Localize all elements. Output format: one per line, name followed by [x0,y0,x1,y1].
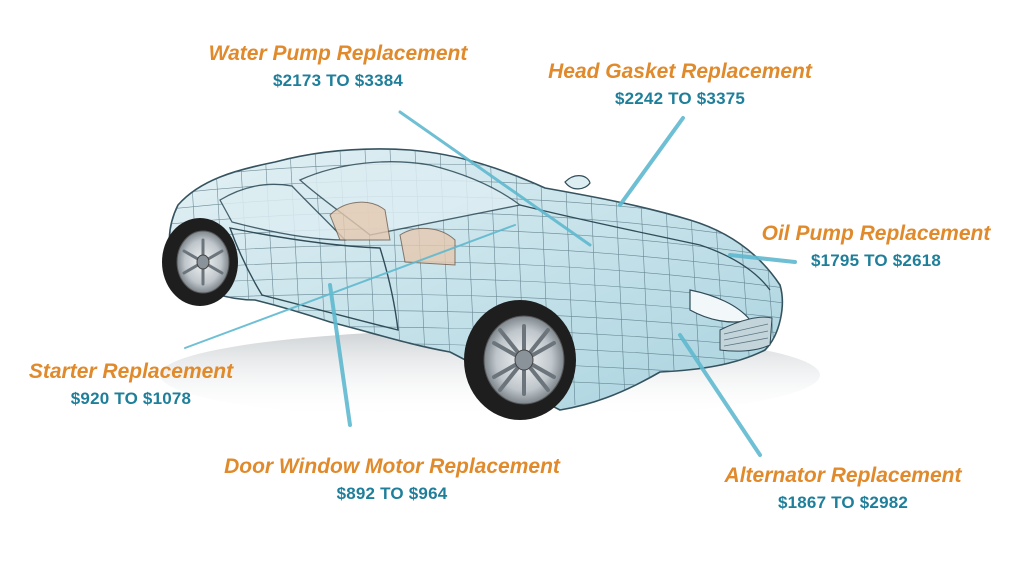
oil-pump-price: $1795 TO $2618 [810,251,942,270]
side-mirror [564,175,591,190]
door-window-motor-title: Door Window Motor Replacement [224,455,560,478]
door-window-motor-pointer [328,283,352,427]
door-window-motor-callout: Door Window Motor Replacement $892 TO $9… [222,455,562,505]
water-pump-price: $2173 TO $3384 [272,71,404,90]
oil-pump-pointer [728,253,797,264]
alternator-callout: Alternator Replacement $1867 TO $2982 [719,464,967,514]
front-wheel [464,300,576,420]
starter-title: Starter Replacement [28,360,234,383]
car-body [168,148,784,411]
starter-callout: Starter Replacement $920 TO $1078 [24,360,238,410]
head-gasket-pointer [618,116,685,207]
oil-pump-callout: Oil Pump Replacement $1795 TO $2618 [760,222,992,272]
alternator-pointer [678,333,762,457]
alternator-title: Alternator Replacement [724,464,962,487]
water-pump-pointer [398,110,592,247]
water-pump-callout: Water Pump Replacement $2173 TO $3384 [207,42,469,92]
head-gasket-callout: Head Gasket Replacement $2242 TO $3375 [540,60,820,110]
starter-price: $920 TO $1078 [70,389,192,408]
rear-wheel [162,218,238,306]
head-gasket-price: $2242 TO $3375 [614,89,746,108]
door-window-motor-price: $892 TO $964 [336,484,448,503]
side-window [219,183,347,241]
alternator-price: $1867 TO $2982 [777,493,909,512]
starter-pointer [184,224,516,349]
water-pump-title: Water Pump Replacement [208,42,468,65]
oil-pump-title: Oil Pump Replacement [761,222,991,245]
head-gasket-title: Head Gasket Replacement [548,60,812,83]
